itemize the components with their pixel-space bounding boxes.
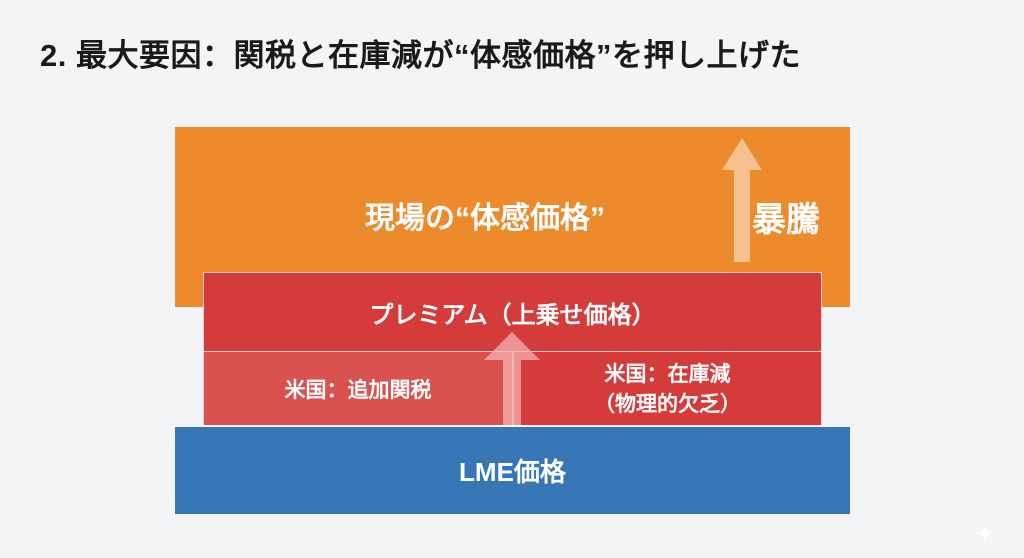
slide-title: 2. 最大要因：関税と在庫減が“体感価格”を押し上げた	[40, 38, 801, 73]
perceived-price-label: 現場の“体感価格”	[365, 202, 605, 235]
surge-label: 暴騰	[752, 201, 820, 239]
premium-arrow-icon	[484, 332, 540, 425]
sparkle-icon: ✦	[975, 521, 996, 548]
inventory-layer: 米国：在庫減 （物理的欠乏）	[512, 352, 822, 425]
inventory-sublabel: （物理的欠乏）	[594, 392, 741, 416]
inventory-label: 米国：在庫減	[604, 362, 731, 386]
lme-price-layer: LME価格	[175, 427, 850, 514]
tariff-layer: 米国：追加関税	[203, 352, 512, 425]
surge-arrow-icon	[722, 138, 762, 262]
